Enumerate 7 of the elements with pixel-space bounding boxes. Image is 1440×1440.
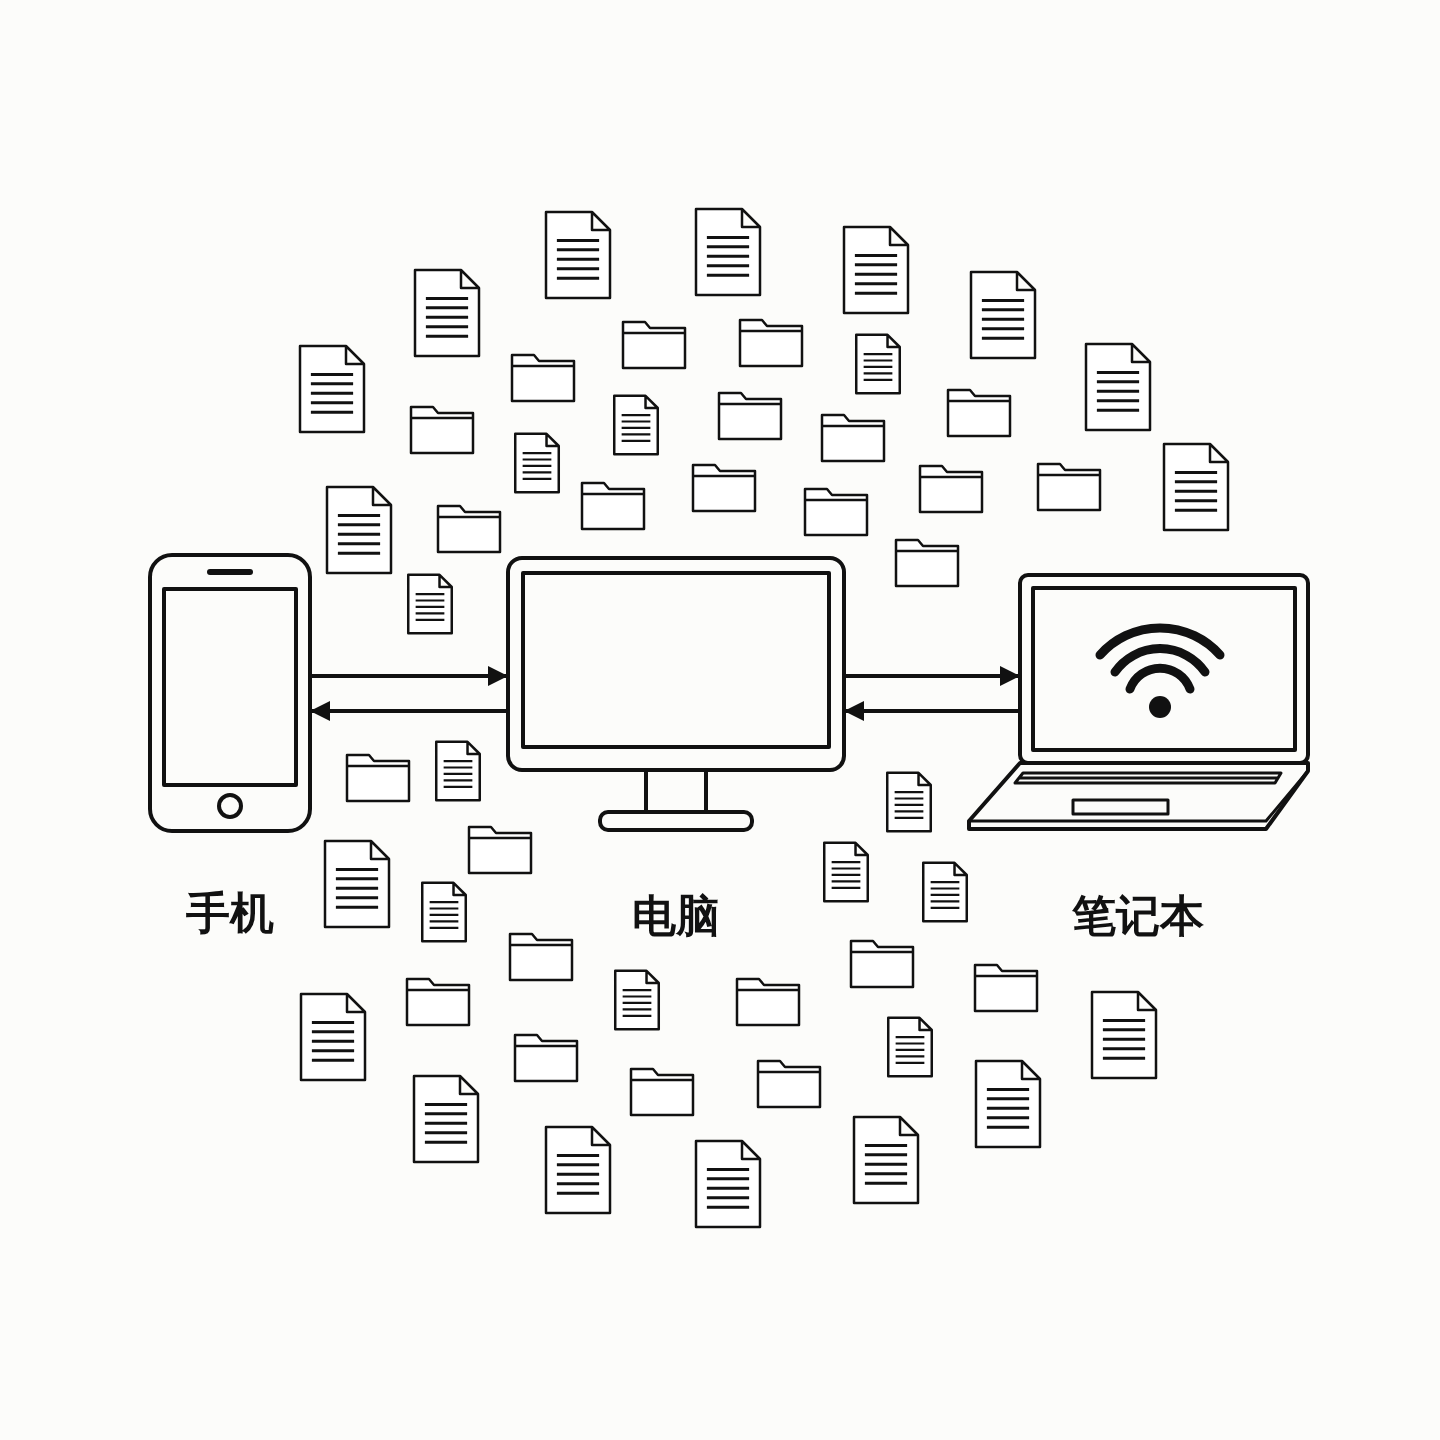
arrow (310, 701, 506, 721)
device-label: 笔记本 (1072, 892, 1204, 941)
device-label: 电脑 (632, 892, 720, 941)
device-label: 手机 (186, 889, 274, 938)
arrow (846, 666, 1020, 686)
arrow (844, 701, 1018, 721)
arrow (312, 666, 508, 686)
